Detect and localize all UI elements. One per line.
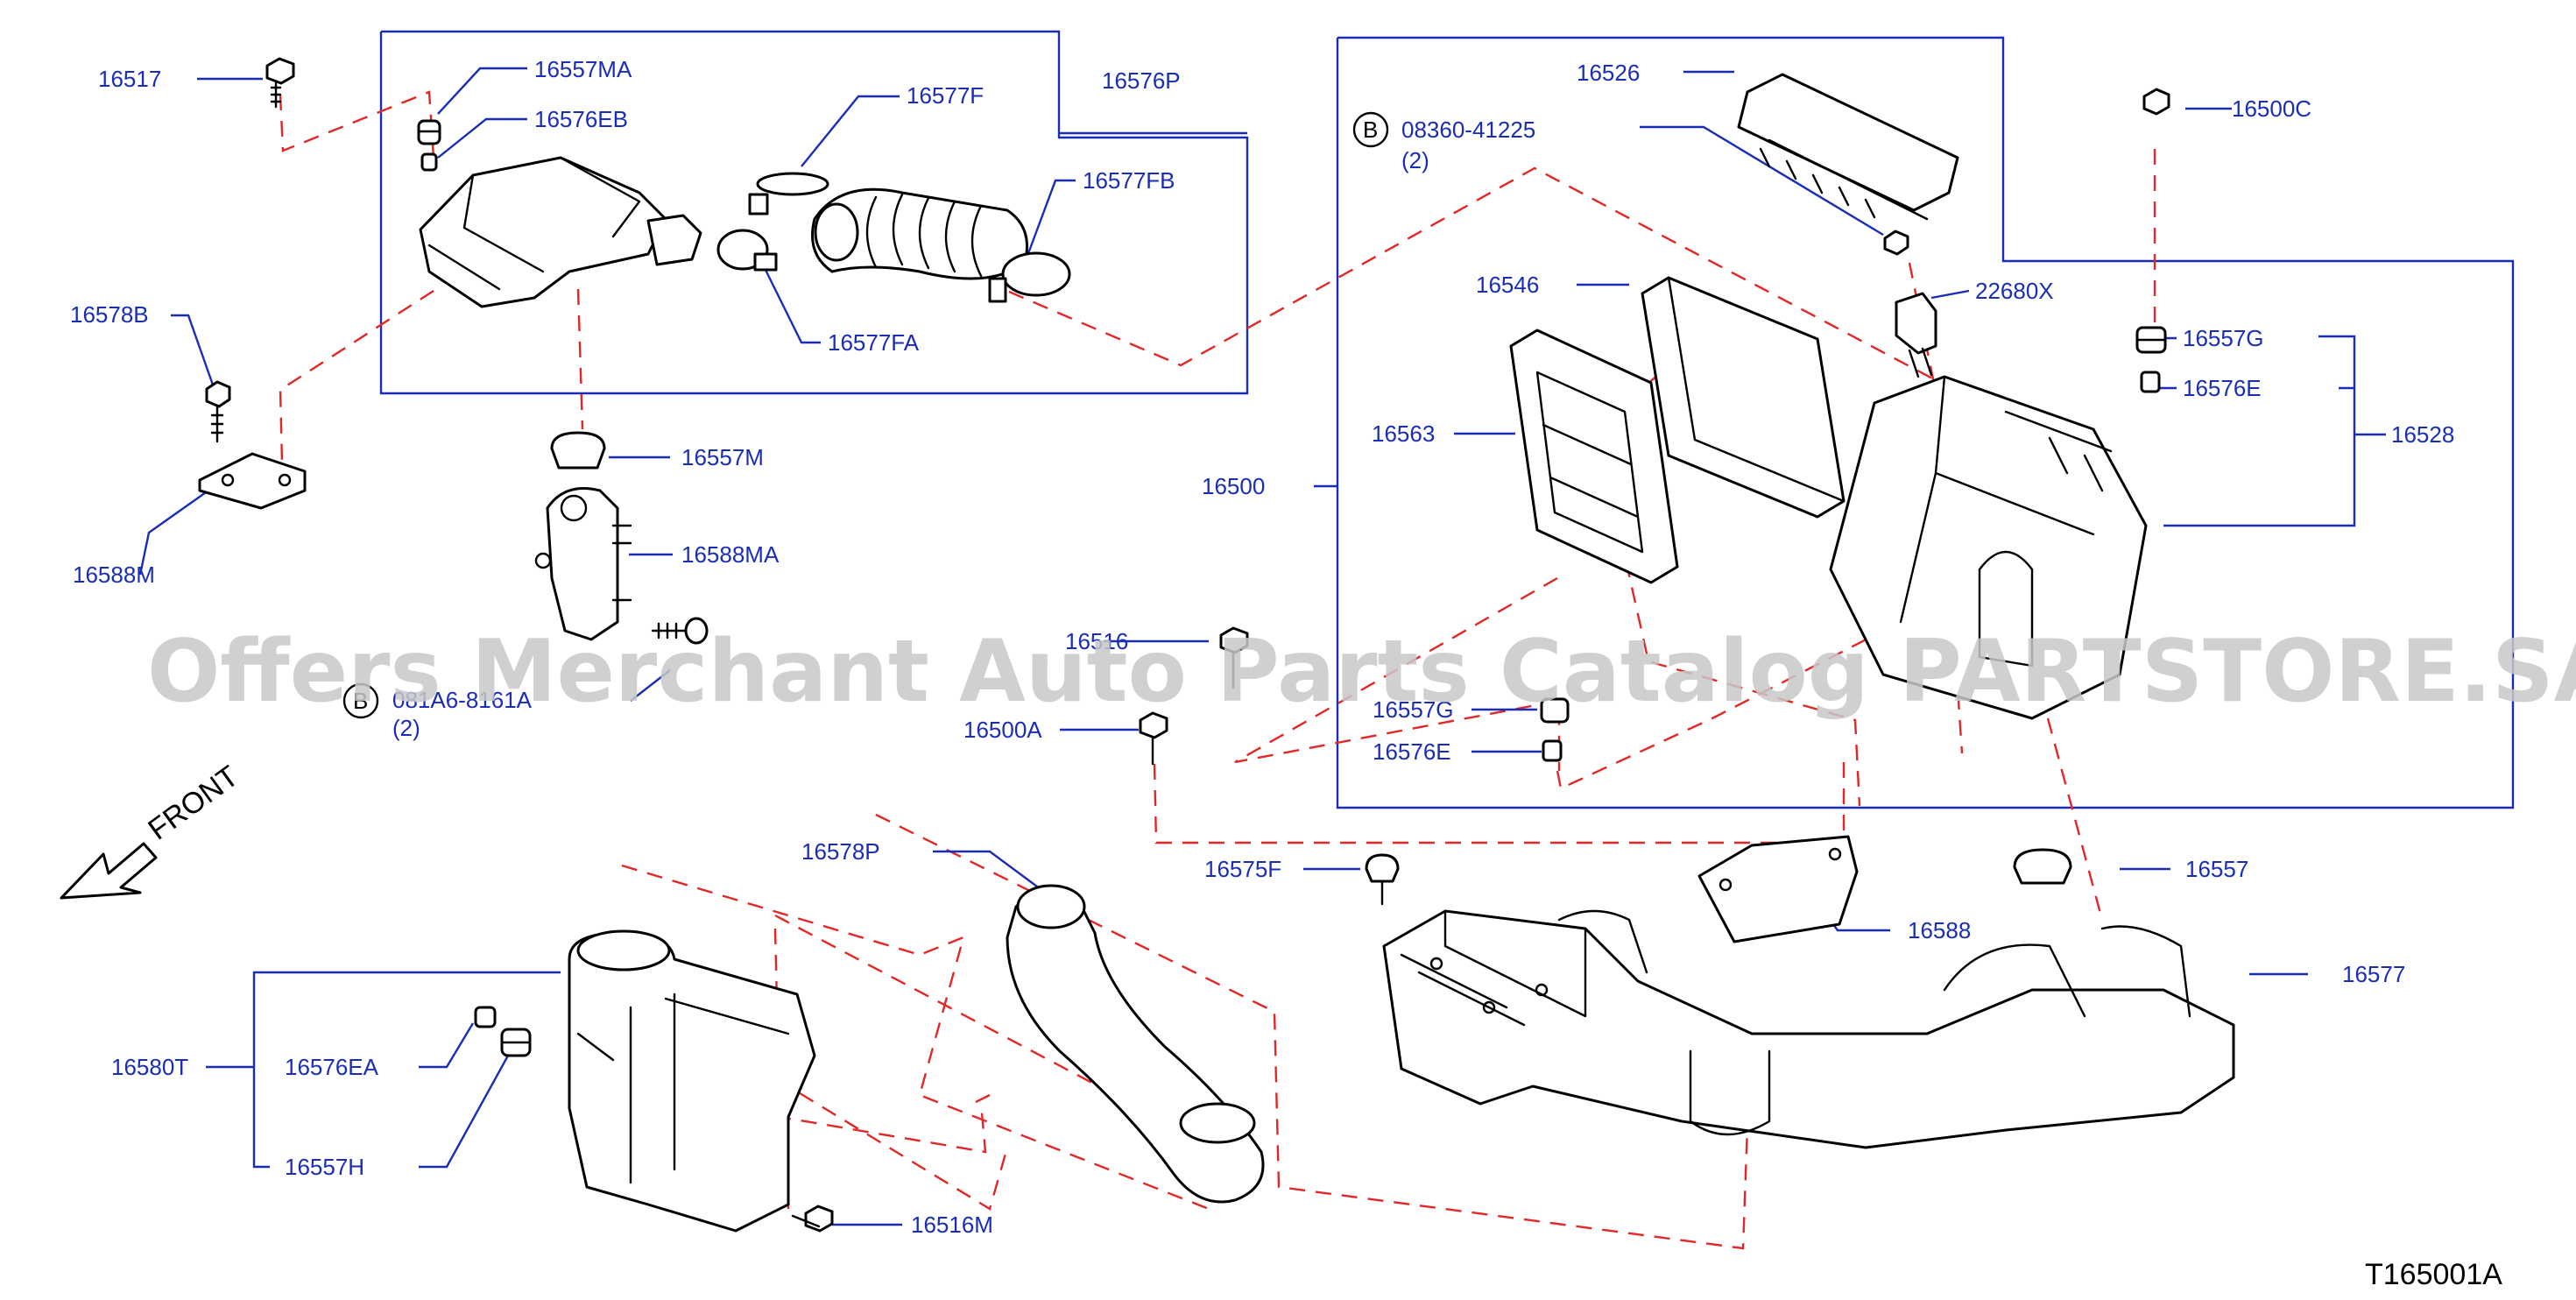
- callout-16517[interactable]: 16517: [98, 66, 161, 92]
- collar-16576ea-icon: [474, 1006, 497, 1028]
- callout-b-081a6[interactable]: 081A6-8161A: [392, 687, 533, 713]
- callout-16500[interactable]: 16500: [1202, 473, 1265, 499]
- callout-22680x[interactable]: 22680X: [1975, 278, 2054, 304]
- bracket-16588m-icon: [198, 452, 307, 510]
- callout-16557h[interactable]: 16557H: [285, 1154, 364, 1180]
- resonator-16580t-icon: [568, 929, 816, 1233]
- callout-16577fb[interactable]: 16577FB: [1083, 167, 1175, 194]
- bolt-marker-letter-left: B: [353, 688, 368, 714]
- grommet-16557-icon: [2013, 848, 2072, 885]
- clip-16575f-icon: [1365, 853, 1400, 906]
- bolt-16516-icon: [1219, 626, 1249, 689]
- collar-16576eb-icon: [420, 152, 438, 172]
- intake-hose-16576p-icon: [811, 187, 1028, 280]
- callout-16576e-right[interactable]: 16576E: [2183, 375, 2262, 401]
- bolt-b081-icon: [651, 617, 709, 645]
- clamp-16577f-icon: [748, 172, 829, 215]
- callout-16578b[interactable]: 16578B: [70, 301, 149, 328]
- air-duct-16578p-icon: [1006, 884, 1265, 1204]
- collar-16576e-right-icon: [2140, 371, 2161, 393]
- watermark: Offers Merchant Auto Parts Catalog PARTS…: [147, 622, 2576, 722]
- leader-lines: [138, 67, 2386, 1226]
- sensor-22680x-icon: [1895, 292, 1937, 378]
- bolt-16516m-icon: [791, 1205, 834, 1233]
- callout-16577fa[interactable]: 16577FA: [828, 329, 920, 356]
- air-duct-cover-icon: [419, 156, 702, 308]
- callout-b-08360[interactable]: 08360-41225: [1401, 117, 1535, 143]
- callout-16576e-left[interactable]: 16576E: [1373, 738, 1451, 765]
- callout-16563[interactable]: 16563: [1372, 420, 1435, 447]
- callout-16577f[interactable]: 16577F: [907, 82, 984, 109]
- figure-code: T165001A: [2365, 1258, 2502, 1291]
- callout-16576eb[interactable]: 16576EB: [534, 106, 628, 132]
- callout-16588m[interactable]: 16588M: [73, 562, 155, 588]
- bolt-marker-b-top: B: [1352, 111, 1389, 148]
- callout-16557ma[interactable]: 16557MA: [534, 56, 632, 82]
- front-label: FRONT: [142, 760, 244, 847]
- bolt-08360-icon: [1883, 230, 1909, 256]
- grommet-16557g-left-icon: [1540, 697, 1570, 724]
- callout-b-081a6-qty: (2): [392, 715, 420, 741]
- bolt-16578b-icon: [205, 380, 231, 443]
- callout-16576p[interactable]: 16576P: [1102, 67, 1181, 94]
- callout-16500a[interactable]: 16500A: [963, 717, 1042, 743]
- grommet-16557ma-icon: [417, 119, 441, 145]
- group-frame-16576p: [379, 30, 1249, 395]
- clamp-16577fb-icon: [988, 251, 1071, 303]
- callout-16557g-right[interactable]: 16557G: [2183, 325, 2264, 351]
- callout-16557g-left[interactable]: 16557G: [1373, 696, 1454, 723]
- bracket-16588ma-icon: [534, 487, 632, 641]
- callout-b-08360-qty: (2): [1401, 147, 1429, 173]
- air-inlet-duct-16577-icon: [1382, 909, 2235, 1149]
- callout-16516m[interactable]: 16516M: [911, 1212, 993, 1238]
- bolt-marker-b-left: B: [342, 682, 379, 719]
- filter-element-16546-icon: [1641, 276, 1846, 519]
- group-frame-16500: [1336, 36, 2515, 809]
- filter-frame-16563-icon: [1509, 329, 1679, 584]
- callout-16588ma[interactable]: 16588MA: [681, 541, 780, 568]
- callout-16580t[interactable]: 16580T: [111, 1054, 188, 1080]
- callout-16500c[interactable]: 16500C: [2232, 95, 2311, 122]
- callout-labels: 16517 16557MA 16576EB 16577F 16576P 1657…: [70, 56, 2454, 1238]
- bolt-16500c-icon: [2142, 88, 2170, 116]
- callout-16588[interactable]: 16588: [1908, 917, 1971, 943]
- clamp-16577fa-icon: [716, 229, 778, 272]
- grommet-16557g-right-icon: [2135, 326, 2167, 354]
- air-cleaner-body-16528-icon: [1829, 375, 2148, 720]
- bolt-16500a-icon: [1139, 711, 1168, 766]
- callout-16576ea[interactable]: 16576EA: [285, 1054, 379, 1080]
- bolt-marker-letter-top: B: [1363, 117, 1378, 143]
- callout-16575f[interactable]: 16575F: [1204, 856, 1281, 882]
- collar-16576e-left-icon: [1542, 739, 1563, 762]
- grommet-16557h-icon: [500, 1028, 532, 1057]
- callout-16516[interactable]: 16516: [1065, 628, 1128, 654]
- callout-16557[interactable]: 16557: [2185, 856, 2248, 882]
- grommet-16557m-icon: [550, 431, 606, 470]
- callout-16557m[interactable]: 16557M: [681, 444, 764, 470]
- callout-16546[interactable]: 16546: [1476, 272, 1539, 298]
- callout-16528[interactable]: 16528: [2391, 421, 2454, 448]
- callout-16577[interactable]: 16577: [2342, 961, 2405, 987]
- bolt-16517-icon: [265, 57, 295, 109]
- bracket-16588-icon: [1697, 835, 1859, 943]
- callout-16526[interactable]: 16526: [1577, 60, 1640, 86]
- front-arrow-icon: [60, 842, 158, 900]
- callout-16578p[interactable]: 16578P: [801, 838, 880, 865]
- air-cleaner-cover-16526-icon: [1737, 73, 1959, 221]
